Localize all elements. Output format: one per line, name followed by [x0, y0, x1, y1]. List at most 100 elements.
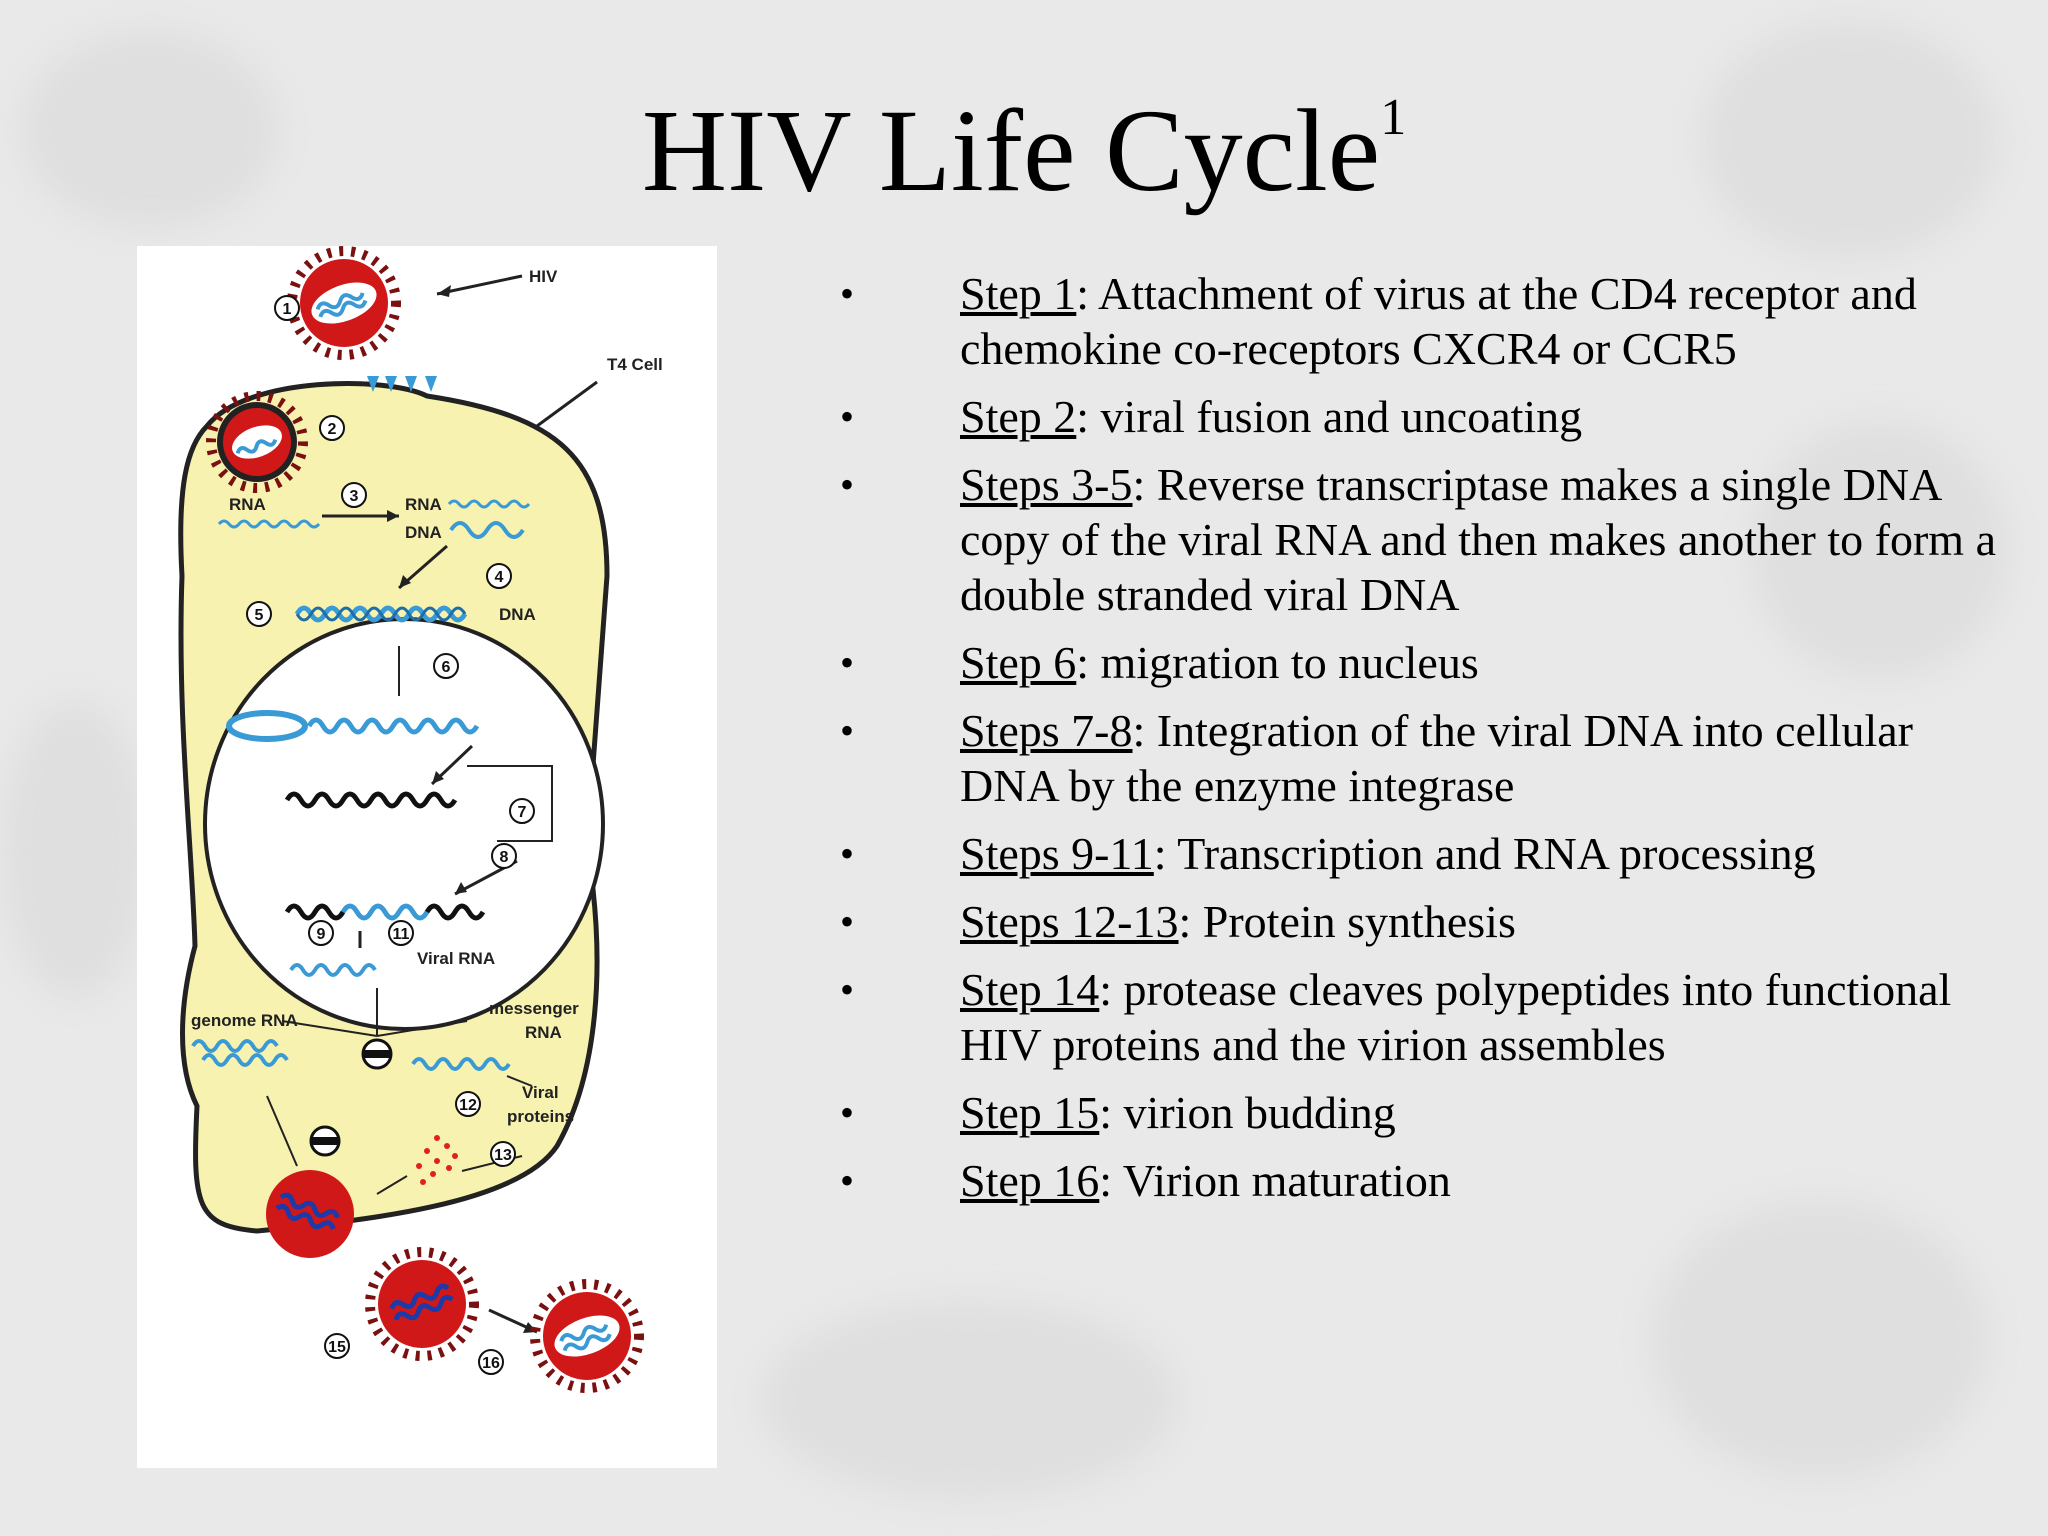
- step-number-8: 8: [500, 849, 509, 866]
- list-item: •Steps 12-13: Protein synthesis: [826, 894, 2006, 949]
- integrated-dna-viral: [340, 903, 430, 921]
- background-texture: [0, 700, 150, 1000]
- bullet: •: [840, 1090, 855, 1135]
- step-number-3: 3: [350, 488, 359, 505]
- label-genome-rna: genome RNA: [191, 1011, 298, 1030]
- arrowhead: [437, 285, 451, 297]
- viral-rna-transcript: [289, 963, 377, 977]
- protease-symbol-2: [309, 1125, 341, 1157]
- bullet: •: [840, 640, 855, 685]
- background-texture: [760, 1300, 1180, 1500]
- bullet: •: [840, 831, 855, 876]
- list-item: •Step 2: viral fusion and uncoating: [826, 389, 2006, 444]
- step-label: Step 16: [960, 1155, 1100, 1206]
- step-text: : protease cleaves polypeptides into fun…: [960, 964, 1952, 1070]
- step-label: Steps 9-11: [960, 828, 1154, 879]
- circular-viral-dna: [226, 710, 308, 742]
- assembling-virion: [266, 1170, 354, 1258]
- step7-bracket: [467, 765, 553, 842]
- step-number-15: 15: [328, 1339, 346, 1356]
- split-left: [281, 1020, 378, 1037]
- bullet: •: [840, 967, 855, 1012]
- rna-strand: [447, 499, 531, 509]
- label-dna: DNA: [499, 605, 536, 624]
- integrated-dna-host-2: [424, 903, 486, 921]
- label-messenger: messenger: [489, 999, 579, 1018]
- step-number-12: 12: [459, 1097, 477, 1114]
- hiv-life-cycle-diagram: HIV T4 Cell RNA RNA DNA DNA: [137, 246, 717, 1468]
- linear-viral-dna: [306, 717, 480, 735]
- dna-strand: [449, 521, 525, 539]
- t4-pointer-arrow: [536, 380, 598, 428]
- bullet: •: [840, 899, 855, 944]
- arrowhead: [455, 882, 467, 894]
- cellular-dna: [284, 791, 458, 809]
- step-text: : virion budding: [1099, 1087, 1396, 1138]
- integrated-dna-host: [284, 903, 346, 921]
- label-proteins: proteins: [507, 1107, 574, 1126]
- list-item: •Step 16: Virion maturation: [826, 1153, 2006, 1208]
- label-viral-rna: Viral RNA: [417, 949, 495, 968]
- step-number-1: 1: [283, 301, 292, 318]
- cd4-receptors: [367, 376, 437, 392]
- step-text: : Transcription and RNA processing: [1153, 828, 1816, 879]
- nucleus: [203, 617, 605, 1031]
- step-text: : Attachment of virus at the CD4 recepto…: [960, 268, 1917, 374]
- protease-symbol: [361, 1038, 393, 1070]
- step-number-9: 9: [317, 926, 326, 943]
- step-text: : Reverse transcriptase makes a single D…: [960, 459, 1996, 620]
- step-number-markers: 1 2 3 4 5 6 7 8 9 11 12 13 15: [246, 295, 535, 1375]
- label-t4-cell: T4 Cell: [607, 355, 663, 374]
- background-texture: [1750, 420, 2010, 680]
- background-texture: [20, 30, 280, 230]
- messenger-rna-strand: [411, 1057, 511, 1071]
- budding-virion: [365, 1247, 479, 1361]
- list-item: • Step 1: Attachment of virus at the CD4 …: [826, 266, 2006, 376]
- viral-rna-strand: [217, 519, 321, 529]
- step-label: Step 2: [960, 391, 1077, 442]
- hiv-virion-attaching: [287, 246, 401, 360]
- title-footnote-marker: 1: [1380, 89, 1407, 146]
- step-label: Step 6: [960, 637, 1077, 688]
- arrowhead: [399, 575, 411, 588]
- label-viral: Viral: [522, 1083, 559, 1102]
- step-label: Steps 3-5: [960, 459, 1133, 510]
- list-item: • Step 6: migration to nucleus: [826, 635, 2006, 690]
- arrowhead: [432, 771, 444, 784]
- list-item: • Steps 9-11: Transcription and RNA proce…: [826, 826, 2006, 881]
- diagram-svg: HIV T4 Cell RNA RNA DNA DNA: [178, 246, 663, 1393]
- step-number-16: 16: [482, 1355, 500, 1372]
- step-number-4: 4: [495, 569, 504, 586]
- bullet: •: [840, 462, 855, 507]
- arrowhead: [387, 510, 399, 522]
- step-text: : Virion maturation: [1099, 1155, 1451, 1206]
- hiv-pointer-arrow: [436, 274, 523, 296]
- steps-list: • Step 1: Attachment of virus at the CD4 …: [826, 266, 2006, 1221]
- step-text: : viral fusion and uncoating: [1076, 391, 1583, 442]
- list-item: • Step 15: virion budding: [826, 1085, 2006, 1140]
- list-item: • Steps 3-5: Reverse transcriptase makes …: [826, 457, 2006, 622]
- background-texture: [1650, 1200, 1990, 1480]
- bullet: •: [840, 271, 855, 316]
- slide-title: HIV Life Cycle1: [0, 92, 2048, 210]
- step-text: : Protein synthesis: [1178, 896, 1516, 947]
- mature-virion: [530, 1279, 644, 1393]
- step-number-11: 11: [393, 926, 410, 943]
- step-number-7: 7: [518, 804, 527, 821]
- step-number-5: 5: [255, 607, 264, 624]
- assembly-arrow: [376, 1175, 408, 1195]
- label-rna-right: RNA: [405, 495, 442, 514]
- step-number-6: 6: [442, 659, 451, 676]
- genome-rna-strand: [191, 1039, 279, 1053]
- step-label: Step 15: [960, 1087, 1100, 1138]
- step-number-2: 2: [328, 421, 337, 438]
- double-stranded-dna-2: [295, 606, 467, 622]
- split-right: [376, 1020, 468, 1037]
- background-texture: [1700, 20, 2000, 260]
- step-label: Step 1: [960, 268, 1077, 319]
- step-text: : migration to nucleus: [1076, 637, 1479, 688]
- bullet: •: [840, 708, 855, 753]
- viral-protein-fragments: [416, 1135, 458, 1185]
- hiv-virion-fusing: [206, 391, 308, 493]
- label-rna-left: RNA: [229, 495, 266, 514]
